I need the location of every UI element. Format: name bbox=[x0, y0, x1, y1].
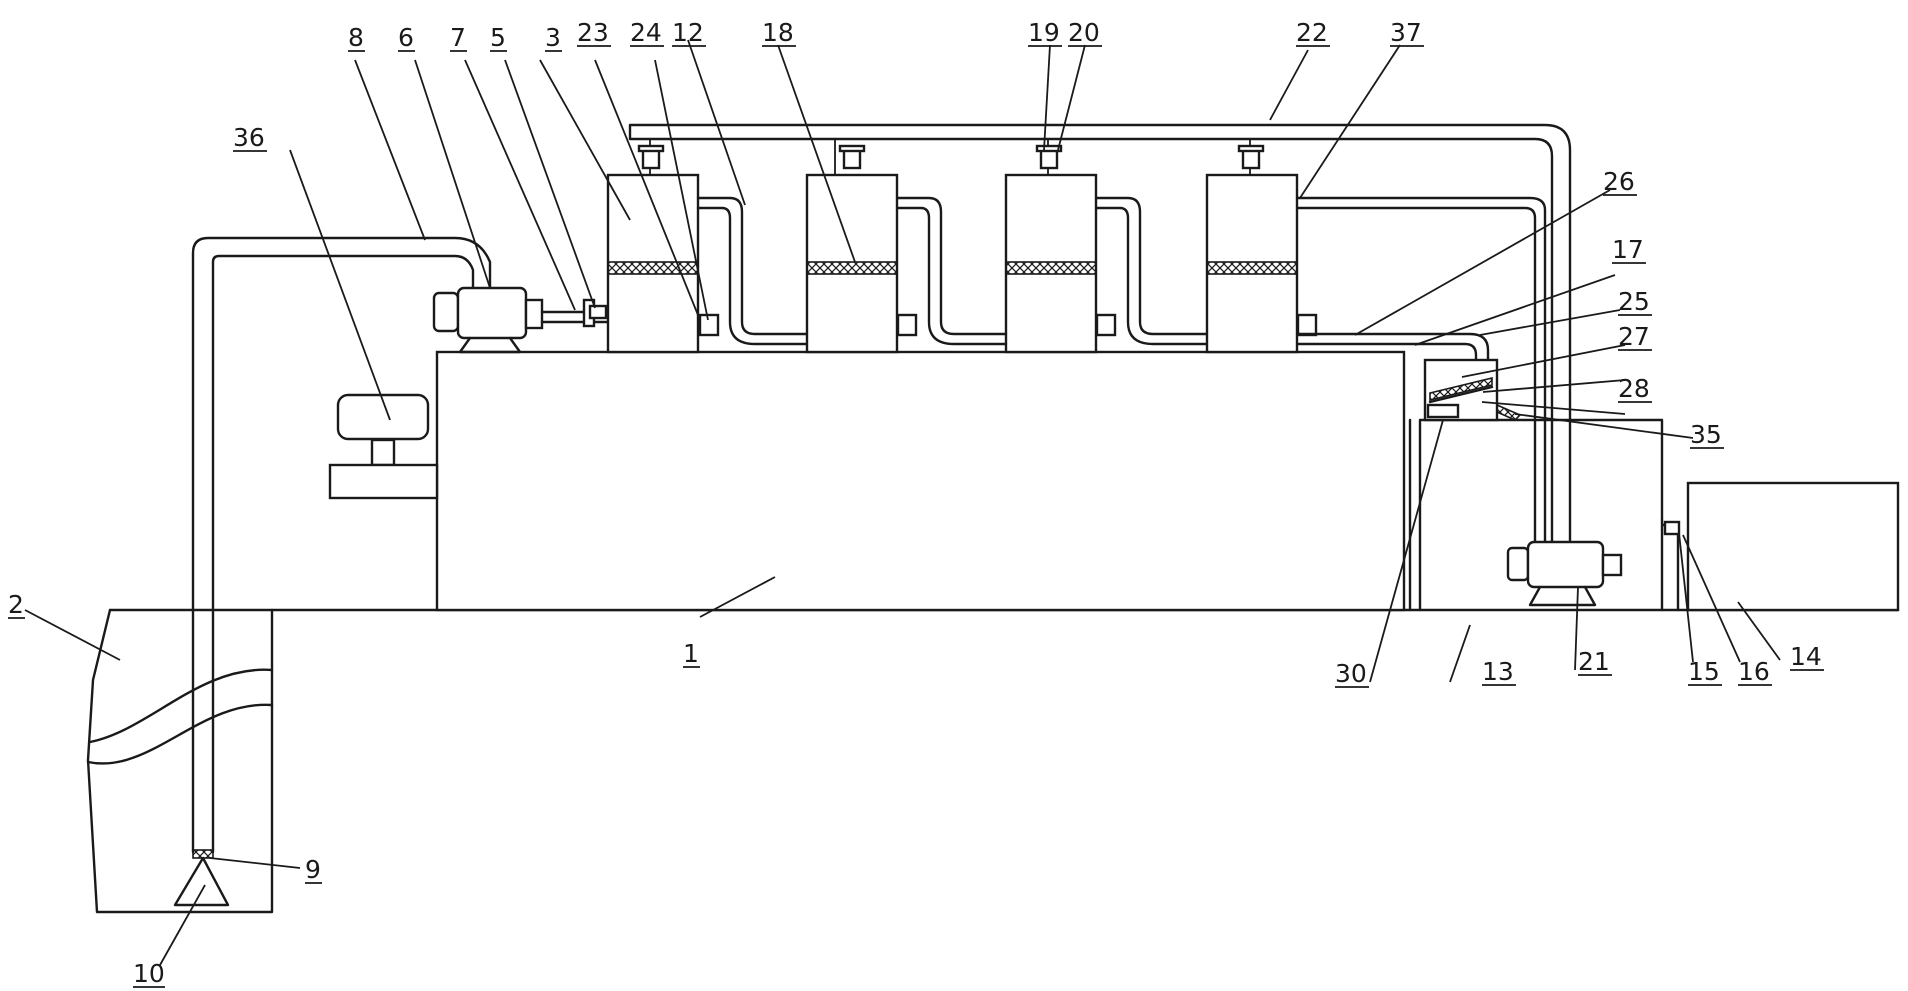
filter-screen bbox=[192, 849, 214, 859]
label-28: 28 bbox=[1618, 374, 1650, 403]
well bbox=[86, 608, 274, 914]
filter-tower-2 bbox=[805, 173, 899, 354]
label-35: 35 bbox=[1690, 420, 1722, 449]
top-valves bbox=[637, 144, 1265, 170]
foot-cone bbox=[173, 856, 230, 907]
side-tank bbox=[1660, 481, 1900, 612]
label-18: 18 bbox=[762, 18, 794, 47]
label-15: 15 bbox=[1688, 657, 1720, 686]
label-6: 6 bbox=[398, 23, 414, 52]
label-5: 5 bbox=[490, 23, 506, 52]
label-21: 21 bbox=[1578, 647, 1610, 676]
label-7: 7 bbox=[450, 23, 466, 52]
label-13: 13 bbox=[1482, 657, 1514, 686]
label-22: 22 bbox=[1296, 18, 1328, 47]
tower-connection-pipes bbox=[696, 196, 1547, 547]
label-10: 10 bbox=[133, 959, 165, 988]
label-9: 9 bbox=[305, 855, 321, 884]
filter-tower-4 bbox=[1205, 173, 1299, 354]
outlet-pipe bbox=[1295, 332, 1490, 370]
filter-tower-3 bbox=[1004, 173, 1098, 354]
bottom-valves bbox=[698, 313, 1318, 337]
label-8: 8 bbox=[348, 23, 364, 52]
label-17: 17 bbox=[1612, 235, 1644, 264]
label-12: 12 bbox=[672, 18, 704, 47]
main-platform bbox=[435, 350, 1406, 612]
label-20: 20 bbox=[1068, 18, 1100, 47]
label-3: 3 bbox=[545, 23, 561, 52]
label-25: 25 bbox=[1618, 287, 1650, 316]
controller bbox=[328, 393, 439, 500]
label-23: 23 bbox=[577, 18, 609, 47]
label-27: 27 bbox=[1618, 322, 1650, 351]
label-1: 1 bbox=[683, 639, 699, 668]
suction-pipe bbox=[173, 236, 492, 907]
backwash-header-pipe bbox=[628, 123, 1572, 547]
filter-box bbox=[1423, 358, 1522, 422]
label-30: 30 bbox=[1335, 659, 1367, 688]
label-24: 24 bbox=[630, 18, 662, 47]
label-37: 37 bbox=[1390, 18, 1422, 47]
label-19: 19 bbox=[1028, 18, 1060, 47]
leader-lines bbox=[24, 39, 1781, 966]
label-16: 16 bbox=[1738, 657, 1770, 686]
label-26: 26 bbox=[1603, 167, 1635, 196]
label-36: 36 bbox=[233, 123, 265, 152]
label-14: 14 bbox=[1790, 642, 1822, 671]
label-underlines bbox=[8, 45, 1824, 988]
backwash-pump bbox=[1506, 540, 1623, 607]
pump-motor bbox=[432, 286, 610, 354]
tank bbox=[1408, 418, 1664, 612]
label-2: 2 bbox=[8, 590, 24, 619]
callout-labels: 1 2 3 5 6 7 8 9 10 12 13 14 15 16 17 18 … bbox=[8, 18, 1822, 988]
